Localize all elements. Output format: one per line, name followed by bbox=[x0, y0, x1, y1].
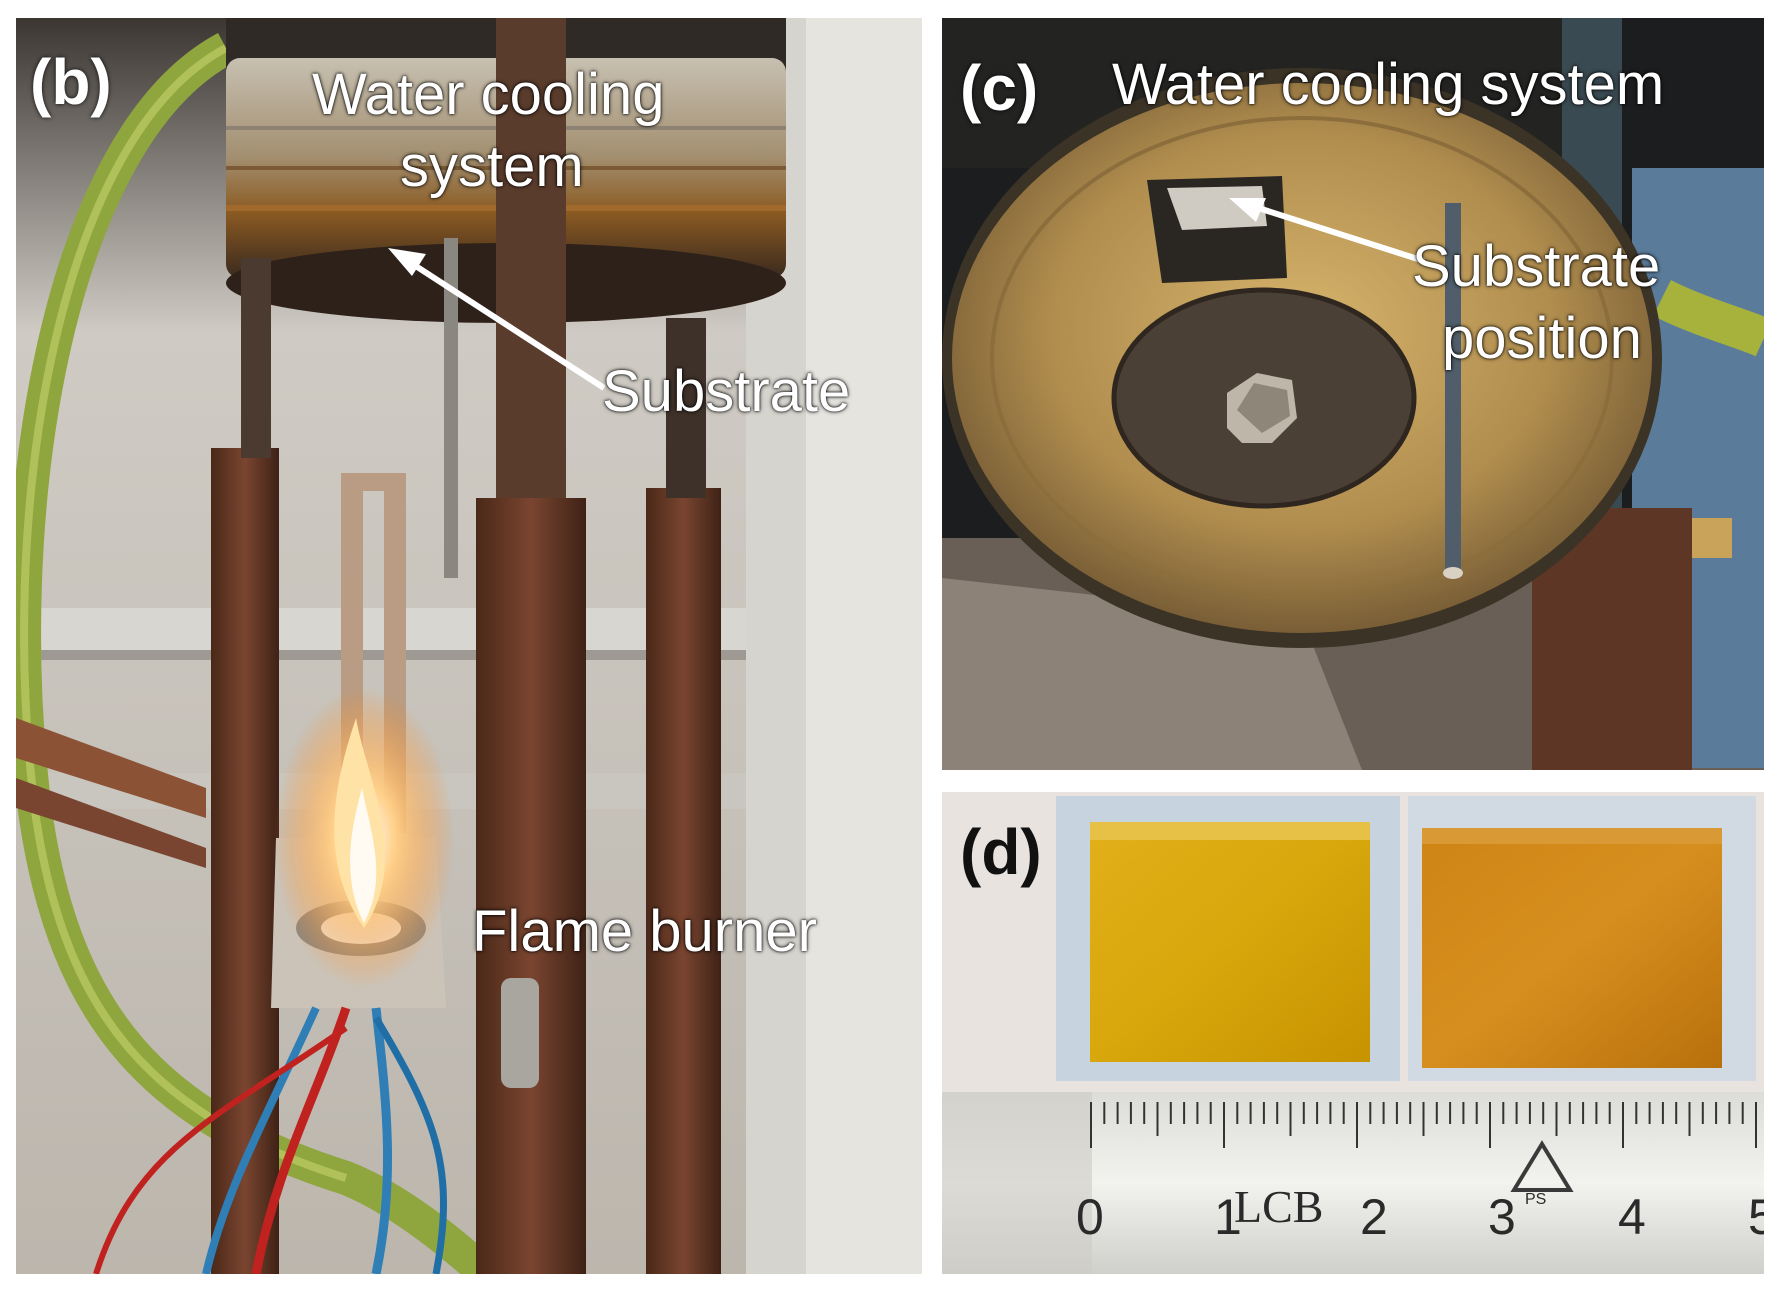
panel-c-photo: (c) Water cooling system Substrate posit… bbox=[942, 18, 1764, 770]
panel-c-tag: (c) bbox=[960, 52, 1039, 124]
panel-b-photo: (b) Water cooling system Substrate Flame… bbox=[16, 18, 922, 1274]
ruler-ticks bbox=[1090, 1102, 1757, 1148]
water-cooling-label-b-line2: system bbox=[400, 134, 584, 199]
ruler-number-1: 1 bbox=[1214, 1189, 1242, 1245]
burner-apparatus-illustration bbox=[16, 18, 922, 1274]
water-cooling-label-c: Water cooling system bbox=[1112, 52, 1665, 117]
ruler-number-5: 5 bbox=[1748, 1189, 1764, 1245]
ruler-number-4: 4 bbox=[1618, 1189, 1646, 1245]
ruler-number-3: 3 bbox=[1488, 1189, 1516, 1245]
water-cooling-label-b: Water cooling bbox=[312, 62, 665, 127]
substrate-label-b: Substrate bbox=[602, 359, 851, 424]
ruler-mark: LCB bbox=[1234, 1181, 1324, 1232]
flame-burner-label: Flame burner bbox=[472, 899, 817, 964]
panel-b-tag: (b) bbox=[30, 46, 112, 118]
panel-d-tag: (d) bbox=[960, 816, 1042, 888]
panel-d-photo: (d) 0 1 LCB 2 3 PS 4 5 bbox=[942, 792, 1764, 1274]
cooling-disc-illustration bbox=[942, 18, 1764, 770]
recycle-mark: PS bbox=[1525, 1191, 1547, 1208]
samples-and-ruler-illustration bbox=[942, 792, 1764, 1274]
substrate-label-c: Substrate bbox=[1412, 234, 1661, 299]
position-label-c: position bbox=[1442, 306, 1642, 371]
ruler-number-0: 0 bbox=[1076, 1189, 1104, 1245]
ruler-number-2: 2 bbox=[1360, 1189, 1388, 1245]
